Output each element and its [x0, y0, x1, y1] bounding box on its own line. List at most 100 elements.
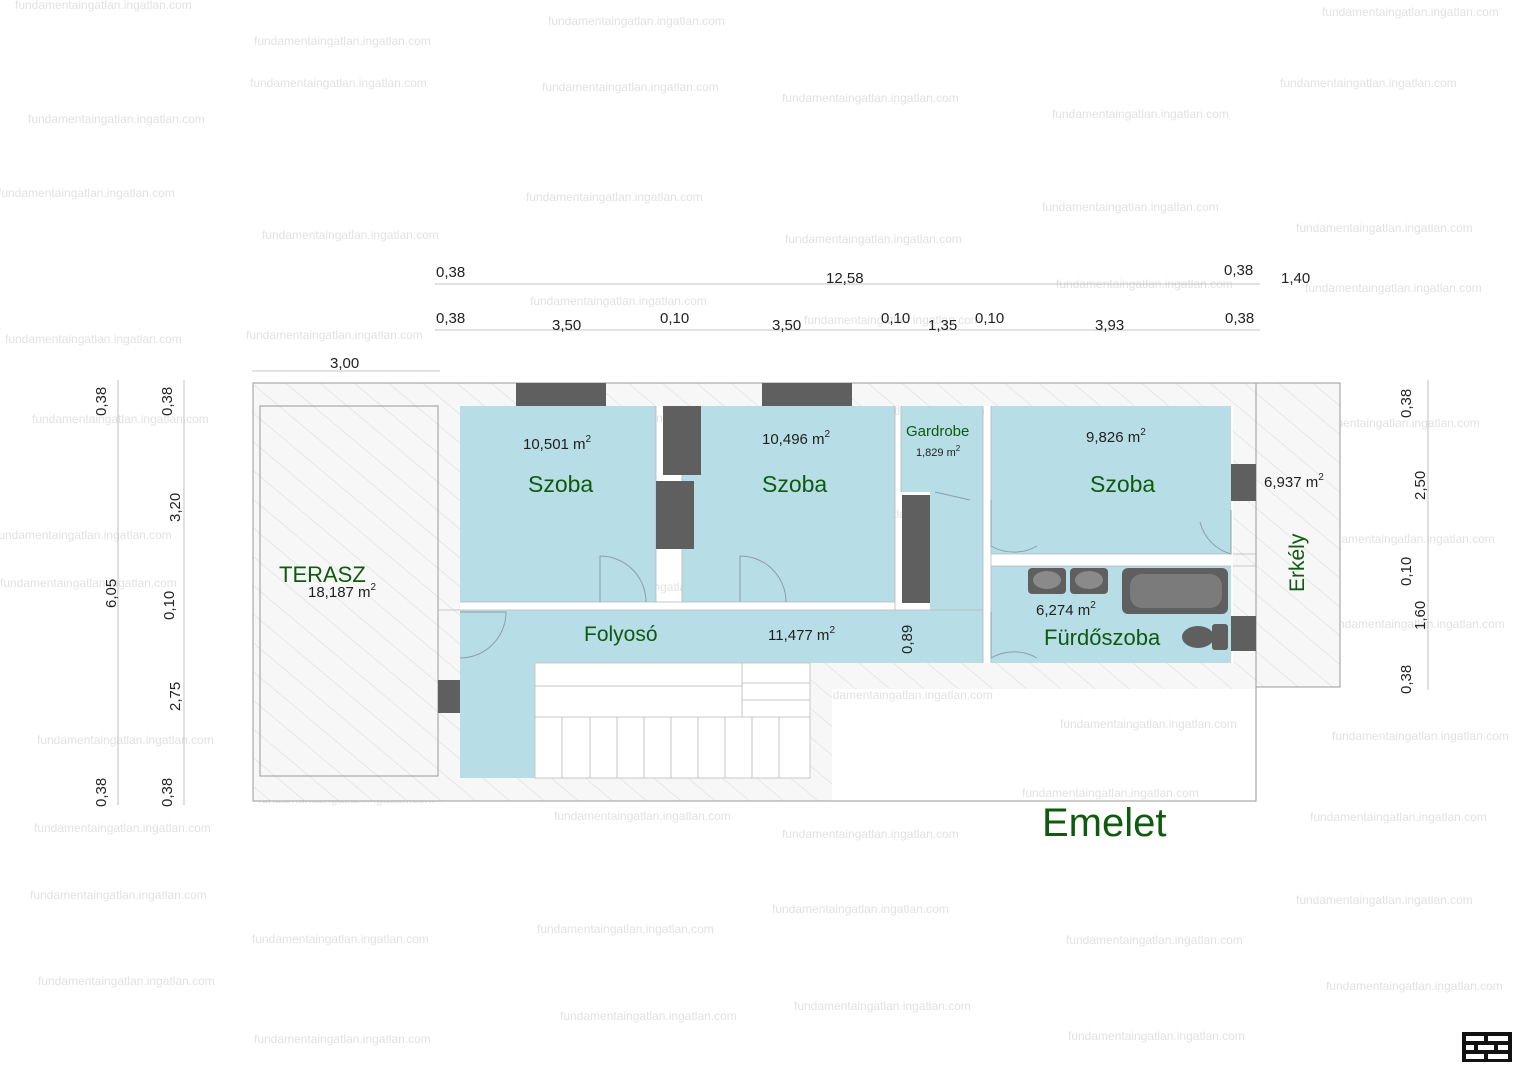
dim-right: 0,38 [1398, 665, 1415, 694]
room-name: Szoba [762, 471, 827, 497]
dim-top-left: 0,38 [436, 264, 465, 281]
svg-text:6,274 m2: 6,274 m2 [1036, 600, 1096, 619]
window [516, 383, 606, 406]
staircase [534, 662, 811, 779]
room-terasz: TERASZ 18,187 m2 [279, 562, 377, 601]
area-exponent: 2 [586, 434, 592, 445]
brick-logo-icon [1462, 1032, 1512, 1062]
room-area: 10,496 m [762, 431, 825, 448]
room-name: Gardrobe [906, 423, 969, 440]
dim-top-right: 0,38 [1224, 262, 1253, 279]
window [1231, 464, 1256, 501]
room-szoba-3: 9,826 m2 Szoba [1086, 427, 1155, 497]
door-swing [990, 500, 1038, 553]
room-szoba-1: 10,501 m2 Szoba [523, 434, 593, 497]
dim-top-inner: 0,10 [975, 310, 1004, 327]
area-exponent: 2 [371, 582, 377, 593]
svg-text:10,501 m2: 10,501 m2 [523, 434, 592, 453]
dim-left-inner: 2,75 [167, 682, 184, 711]
wardrobe-cabinet [902, 495, 930, 603]
room-fill-szoba-3 [991, 406, 1231, 554]
dim-corridor-door: 0,89 [899, 625, 916, 654]
windows [438, 383, 1256, 713]
dim-top-inner: 0,10 [881, 310, 910, 327]
dim-left-inner: 0,10 [161, 591, 178, 620]
dim-top-inner: 3,93 [1095, 317, 1124, 334]
dim-right: 1,60 [1412, 601, 1429, 630]
bathroom-fixtures [1028, 568, 1228, 650]
dim-left-outer: 6,05 [103, 579, 120, 608]
room-area: 9,826 m [1086, 429, 1140, 446]
room-fill-szoba-1 [460, 406, 656, 602]
room-area: 10,501 m [523, 436, 586, 453]
dim-right: 2,50 [1412, 471, 1429, 500]
svg-text:18,187 m2: 18,187 m2 [308, 582, 377, 601]
chimney-block [656, 481, 694, 549]
area-exponent: 2 [1318, 472, 1324, 483]
dim-top-inner: 0,38 [1225, 310, 1254, 327]
dim-right: 0,10 [1398, 557, 1415, 586]
dim-left-outer: 0,38 [93, 387, 110, 416]
area-exponent: 2 [956, 444, 961, 453]
dimension-lines [117, 283, 1429, 805]
window [1231, 616, 1256, 651]
dim-top-inner: 0,10 [660, 310, 689, 327]
room-name: Folyosó [584, 623, 658, 646]
room-erkely: 6,937 m2 Erkély [1264, 472, 1324, 592]
room-gardrobe: Gardrobe 1,829 m2 [906, 423, 969, 459]
svg-text:10,496 m2: 10,496 m2 [762, 429, 831, 448]
room-name: Fürdőszoba [1044, 625, 1161, 650]
room-area: 11,477 m [768, 627, 829, 644]
area-exponent: 2 [825, 429, 831, 440]
dim-left-inner: 3,20 [167, 493, 184, 522]
room-area: 1,829 m [916, 447, 956, 459]
floor-title: Emelet [1042, 801, 1167, 845]
dim-left-inner: 0,38 [159, 387, 176, 416]
room-folyoso: Folyosó 11,477 m2 [584, 623, 835, 646]
room-area: 6,937 m [1264, 474, 1318, 491]
toilet-bowl [1182, 626, 1214, 648]
door-swing [934, 491, 971, 501]
toilet-tank [1212, 624, 1228, 650]
area-exponent: 2 [1140, 427, 1146, 438]
area-exponent: 2 [829, 625, 835, 636]
dim-left-outer: 0,38 [93, 778, 110, 807]
dim-top-inner: 3,50 [772, 317, 801, 334]
room-name: Szoba [528, 471, 593, 497]
svg-text:11,477 m2: 11,477 m2 [768, 625, 835, 644]
dim-top-inner: 3,50 [552, 317, 581, 334]
door-swing [739, 555, 787, 603]
door-swing [599, 555, 647, 603]
room-fill-gardrobe [901, 406, 983, 492]
door-swing [1199, 510, 1232, 555]
room-name: Szoba [1090, 471, 1155, 497]
dim-top-balcony: 1,40 [1281, 270, 1310, 287]
walls [253, 383, 1340, 801]
room-szoba-2: 10,496 m2 Szoba [762, 429, 831, 497]
room-fill-corridor-strip [930, 492, 983, 663]
area-exponent: 2 [1090, 600, 1096, 611]
dim-right: 0,38 [1398, 389, 1415, 418]
doors [459, 491, 1232, 659]
chimney-block [663, 406, 701, 475]
dim-top-inner: 0,38 [436, 310, 465, 327]
inner-walls [252, 382, 1341, 802]
dim-terrace-width: 3,00 [330, 355, 359, 372]
room-fill-folyoso-vertical [460, 663, 535, 778]
room-name: TERASZ [279, 562, 366, 587]
room-fill-folyoso [460, 610, 983, 663]
window [762, 383, 852, 406]
svg-text:9,826 m2: 9,826 m2 [1086, 427, 1146, 446]
svg-text:6,937 m2: 6,937 m2 [1264, 472, 1324, 491]
room-area: 6,274 m [1036, 602, 1090, 619]
room-furdoszoba: 6,274 m2 Fürdőszoba [1036, 600, 1161, 650]
svg-text:1,829 m2: 1,829 m2 [916, 444, 961, 459]
window [438, 680, 460, 713]
dim-top-total: 12,58 [826, 270, 864, 287]
room-fill-szoba-2 [682, 406, 895, 602]
room-area: 18,187 m [308, 584, 371, 601]
door-swing [459, 611, 507, 659]
room-name: Erkély [1286, 533, 1309, 592]
dim-left-inner: 0,38 [159, 778, 176, 807]
